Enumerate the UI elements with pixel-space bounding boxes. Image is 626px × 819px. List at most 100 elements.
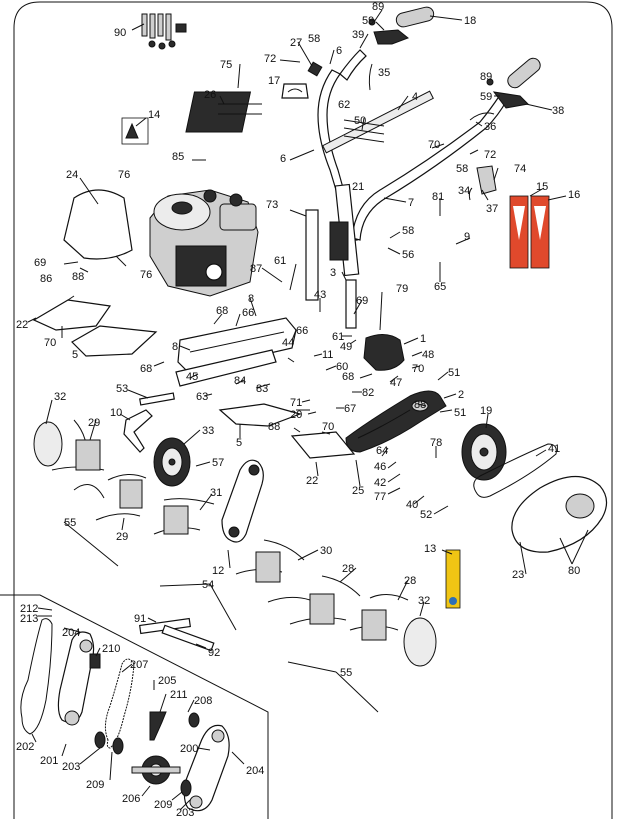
- callout-54: 54: [202, 579, 214, 591]
- callout-210: 210: [102, 643, 120, 655]
- sticker-13: [445, 549, 461, 609]
- plate-22b: [290, 431, 356, 459]
- callout-89b: 89: [480, 71, 492, 83]
- callout-88: 88: [72, 271, 84, 283]
- callout-66b: 66: [296, 325, 308, 337]
- disc-32b: [403, 617, 437, 667]
- callout-4: 4: [412, 91, 418, 103]
- callout-82: 82: [362, 387, 374, 399]
- callout-200: 200: [180, 743, 198, 755]
- callout-58c: 58: [402, 225, 414, 237]
- disc-32a: [33, 421, 63, 467]
- callout-212: 212: [20, 603, 38, 615]
- callout-26: 26: [204, 89, 216, 101]
- callout-202: 202: [16, 741, 34, 753]
- callout-48: 48: [422, 349, 434, 361]
- callout-68c: 68: [342, 371, 354, 383]
- tine-set-28: [289, 575, 409, 641]
- callout-49: 49: [340, 341, 352, 353]
- callout-31: 31: [210, 487, 222, 499]
- callout-209: 209: [86, 779, 104, 791]
- tine-guard-5: [71, 325, 158, 357]
- callout-73: 73: [266, 199, 278, 211]
- callout-22: 22: [16, 319, 28, 331]
- callout-55: 55: [64, 517, 76, 529]
- callout-5b: 5: [236, 437, 242, 449]
- chain-207: [104, 658, 135, 749]
- left-wheel-33: [153, 437, 191, 487]
- callout-84: 84: [234, 375, 246, 387]
- callout-41: 41: [548, 443, 560, 455]
- callout-77: 77: [374, 491, 386, 503]
- callout-29: 29: [88, 417, 100, 429]
- callout-211: 211: [170, 689, 188, 701]
- callout-30: 30: [320, 545, 332, 557]
- callout-19: 19: [480, 405, 492, 417]
- belt-41: [473, 443, 557, 498]
- callout-79: 79: [396, 283, 408, 295]
- callout-33: 33: [202, 425, 214, 437]
- callout-209b: 209: [154, 799, 172, 811]
- callout-3: 3: [330, 267, 336, 279]
- callout-64: 64: [376, 445, 388, 457]
- callout-11: 11: [322, 349, 333, 361]
- callout-58: 58: [308, 33, 320, 45]
- callout-85: 85: [172, 151, 184, 163]
- callout-29b: 29: [116, 531, 128, 543]
- callout-70b: 70: [44, 337, 56, 349]
- callout-51: 51: [448, 367, 460, 379]
- depth-bar-10: [123, 409, 153, 453]
- callout-59b: 59: [480, 91, 492, 103]
- tine-set-29: [51, 419, 147, 521]
- engine-assembly: [149, 91, 262, 297]
- callout-23: 23: [512, 569, 524, 581]
- callout-58b: 58: [456, 163, 468, 175]
- callout-68: 68: [216, 305, 228, 317]
- callout-78: 78: [430, 437, 442, 449]
- callout-50: 50: [354, 115, 366, 127]
- frame-8: [177, 317, 297, 373]
- callout-205: 205: [158, 675, 176, 687]
- callout-76b: 76: [140, 269, 152, 281]
- callout-25: 25: [352, 485, 364, 497]
- callout-90: 90: [114, 27, 126, 39]
- callout-37: 37: [486, 203, 498, 215]
- callout-42: 42: [374, 477, 386, 489]
- callout-1: 1: [420, 333, 426, 345]
- callout-6b: 6: [280, 153, 286, 165]
- callout-5: 5: [72, 349, 78, 361]
- callout-70d: 70: [322, 421, 334, 433]
- sprocket-206: [131, 755, 181, 785]
- callout-208: 208: [194, 695, 212, 707]
- callout-24: 24: [66, 169, 78, 181]
- callout-201: 201: [40, 755, 58, 767]
- callout-10: 10: [110, 407, 122, 419]
- handlebar-assembly: [281, 6, 541, 329]
- callout-21: 21: [352, 181, 364, 193]
- callout-7: 7: [408, 197, 414, 209]
- callout-62: 62: [338, 99, 350, 111]
- callout-55b: 55: [340, 667, 352, 679]
- callout-74: 74: [514, 163, 526, 175]
- callout-88c: 88: [268, 421, 280, 433]
- callout-47: 47: [390, 377, 402, 389]
- callout-69: 69: [34, 257, 46, 269]
- callout-60: 60: [336, 361, 348, 373]
- callout-87: 87: [250, 263, 262, 275]
- callout-20: 20: [290, 409, 302, 421]
- callout-32: 32: [54, 391, 66, 403]
- tine-set-30: [235, 539, 311, 603]
- wheel-19: [461, 423, 507, 481]
- callout-86: 86: [40, 273, 52, 285]
- plate-5b: [218, 403, 302, 427]
- tine-guard-22: [32, 299, 112, 331]
- callout-9: 9: [464, 231, 470, 243]
- callout-92: 92: [208, 647, 220, 659]
- leader-lines: [27, 9, 589, 811]
- callout-70c: 70: [412, 363, 424, 375]
- bracket-92: [161, 624, 215, 652]
- callout-8b: 8: [172, 341, 178, 353]
- callout-labels: 90 89 59 39 18 27 58 6 72 35 75 17 26 62…: [16, 1, 580, 819]
- callout-65: 65: [434, 281, 446, 293]
- callout-91: 91: [134, 613, 146, 625]
